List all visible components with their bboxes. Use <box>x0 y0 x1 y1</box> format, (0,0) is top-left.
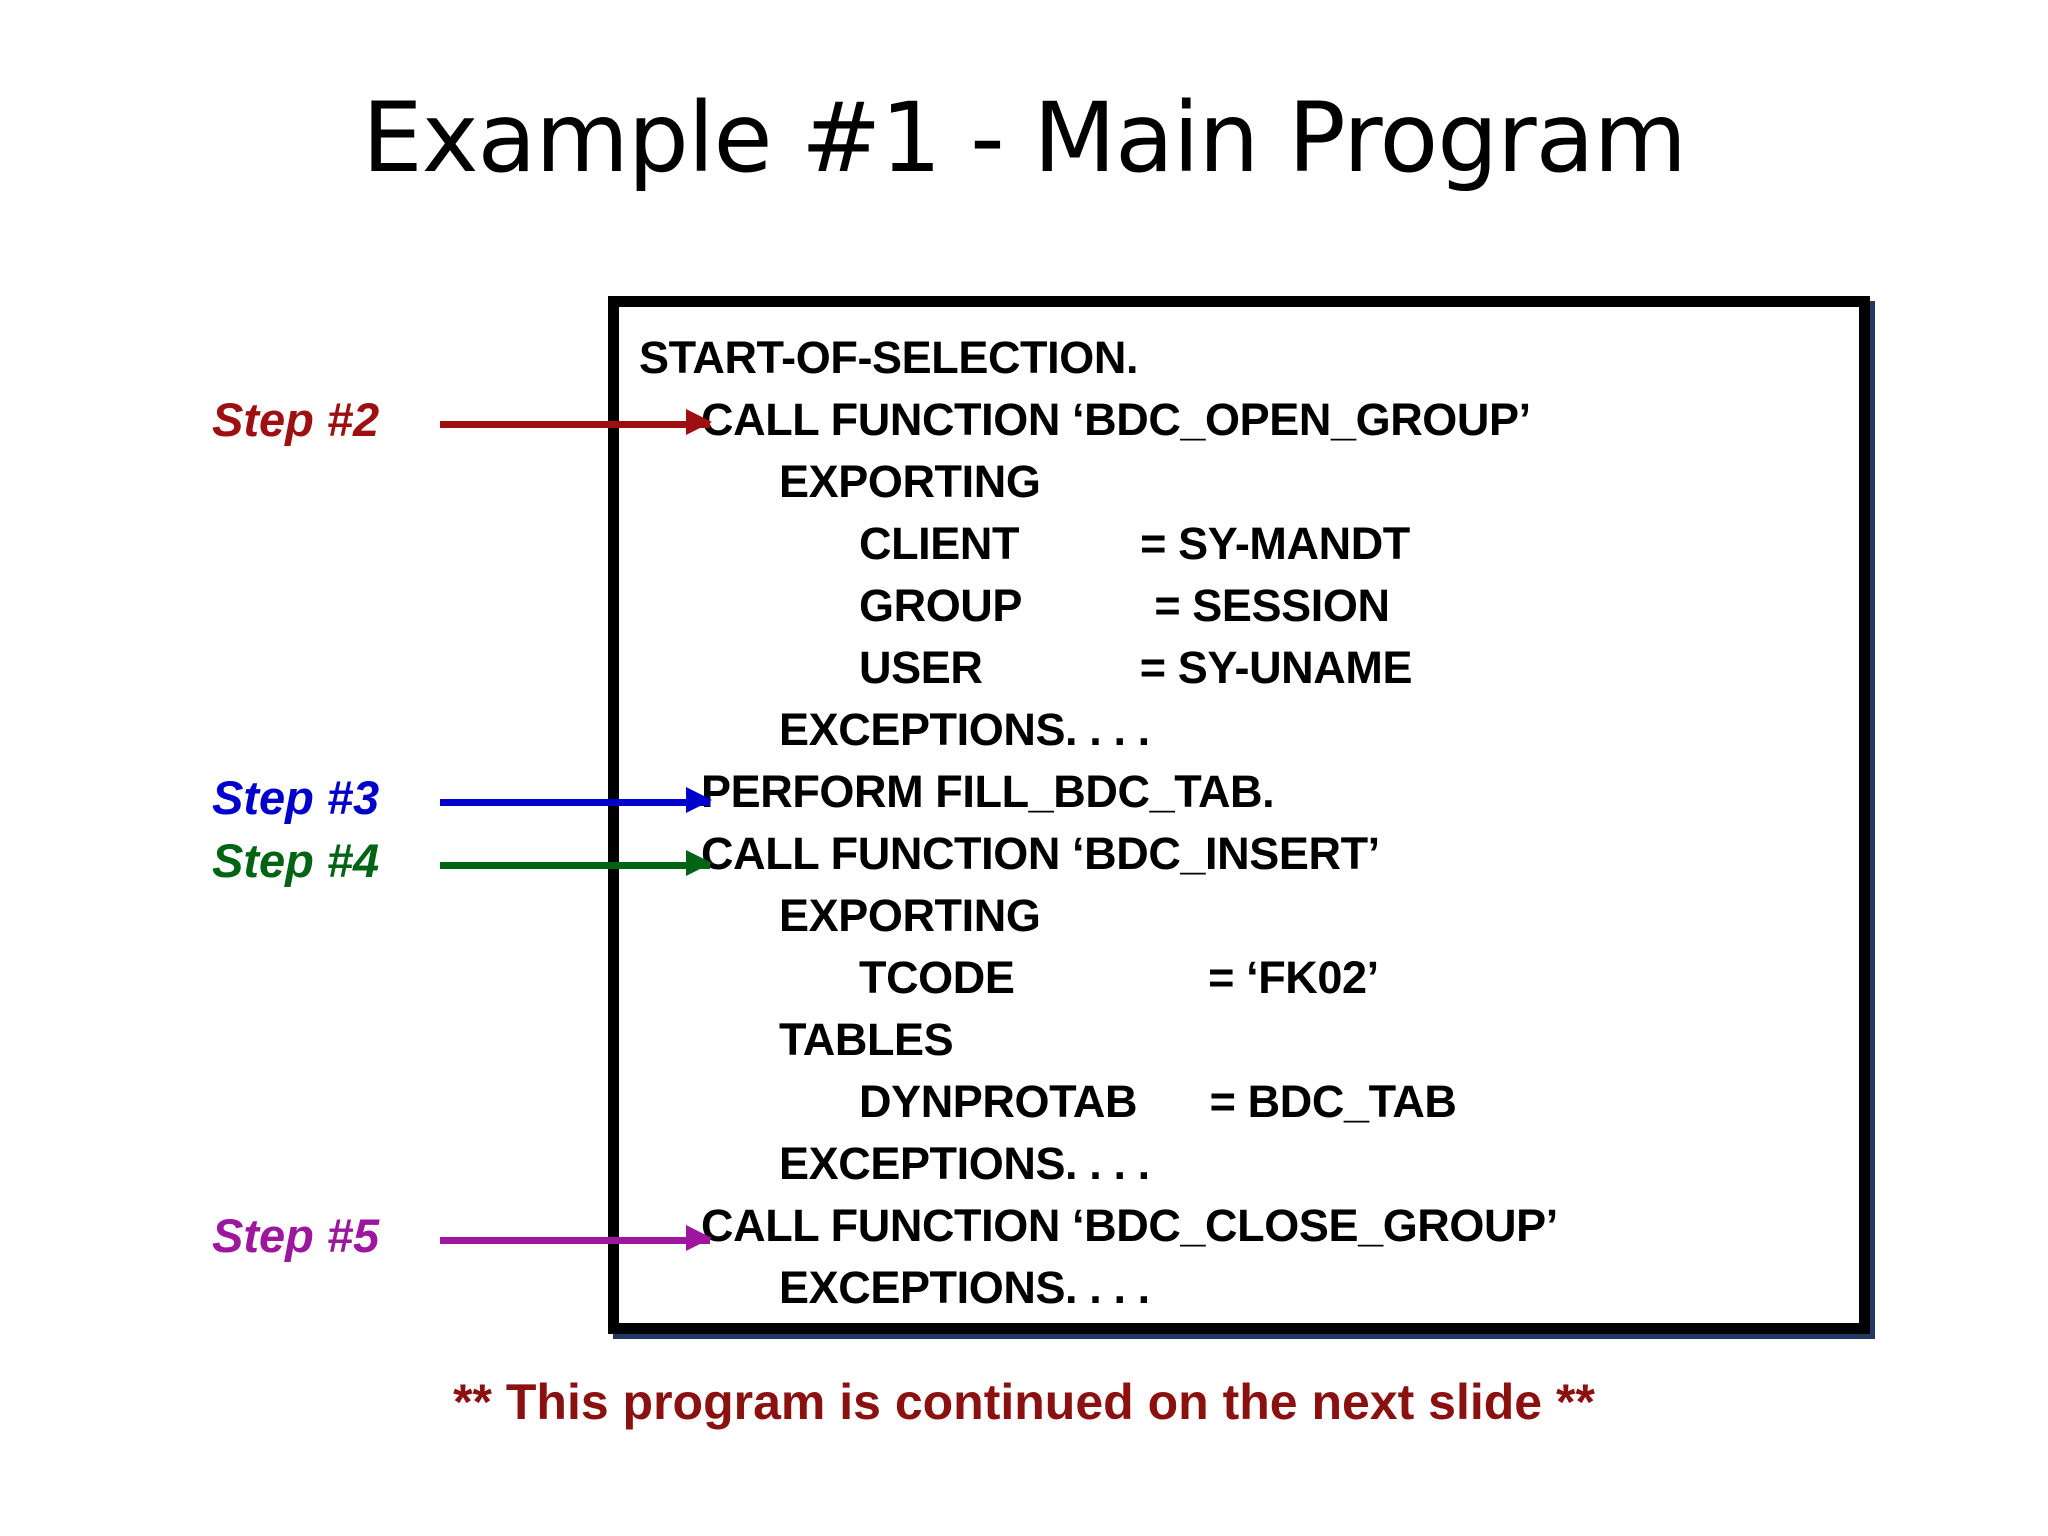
code-line-tables: TABLES <box>779 1014 954 1065</box>
code-line-list: START-OF-SELECTION. CALL FUNCTION ‘BDC_OP… <box>639 327 1859 1319</box>
code-line-user-param: USER = SY-UNAME <box>859 642 1413 693</box>
step-5-arrow-head <box>686 1225 712 1251</box>
step-2-label: Step #2 <box>212 393 380 446</box>
step-4-label: Step #4 <box>212 834 380 887</box>
step-4-arrow-icon <box>440 850 712 876</box>
step-3-arrow-head <box>686 787 712 813</box>
code-line-tcode-param: TCODE = ‘FK02’ <box>859 952 1379 1003</box>
step-3-arrow-shaft <box>440 799 710 806</box>
code-line-start-of-selection: START-OF-SELECTION. <box>639 332 1139 383</box>
step-5-arrow-shaft <box>440 1237 710 1244</box>
code-line-call-bdc-insert: CALL FUNCTION ‘BDC_INSERT’ <box>701 828 1380 879</box>
step-4-arrow-shaft <box>440 862 710 869</box>
code-line-exceptions-3: EXCEPTIONS. . . . <box>779 1262 1150 1313</box>
step-2-arrow-icon <box>440 409 712 435</box>
step-5-label: Step #5 <box>212 1209 380 1262</box>
code-line-group-param: GROUP = SESSION <box>859 580 1390 631</box>
page-title: Example #1 - Main Program <box>362 82 1687 194</box>
step-3-arrow-icon <box>440 787 712 813</box>
step-5-arrow-icon <box>440 1225 712 1251</box>
code-line-dynprotab-param: DYNPROTAB = BDC_TAB <box>859 1076 1457 1127</box>
code-line-call-bdc-close-group: CALL FUNCTION ‘BDC_CLOSE_GROUP’ <box>701 1200 1558 1251</box>
code-line-exporting-2: EXPORTING <box>779 890 1041 941</box>
continuation-note: ** This program is continued on the next… <box>453 1374 1595 1430</box>
code-line-call-bdc-open-group: CALL FUNCTION ‘BDC_OPEN_GROUP’ <box>701 394 1531 445</box>
code-line-exceptions-1: EXCEPTIONS. . . . <box>779 704 1150 755</box>
step-2-arrow-head <box>686 409 712 435</box>
code-line-exporting-1: EXPORTING <box>779 456 1041 507</box>
code-block-panel: START-OF-SELECTION. CALL FUNCTION ‘BDC_OP… <box>608 296 1870 1334</box>
step-2-arrow-shaft <box>440 421 710 428</box>
step-4-arrow-head <box>686 850 712 876</box>
step-3-label: Step #3 <box>212 771 380 824</box>
code-line-exceptions-2: EXCEPTIONS. . . . <box>779 1138 1150 1189</box>
code-line-perform-fill-bdc-tab: PERFORM FILL_BDC_TAB. <box>701 766 1275 817</box>
code-line-client-param: CLIENT = SY-MANDT <box>859 518 1410 569</box>
